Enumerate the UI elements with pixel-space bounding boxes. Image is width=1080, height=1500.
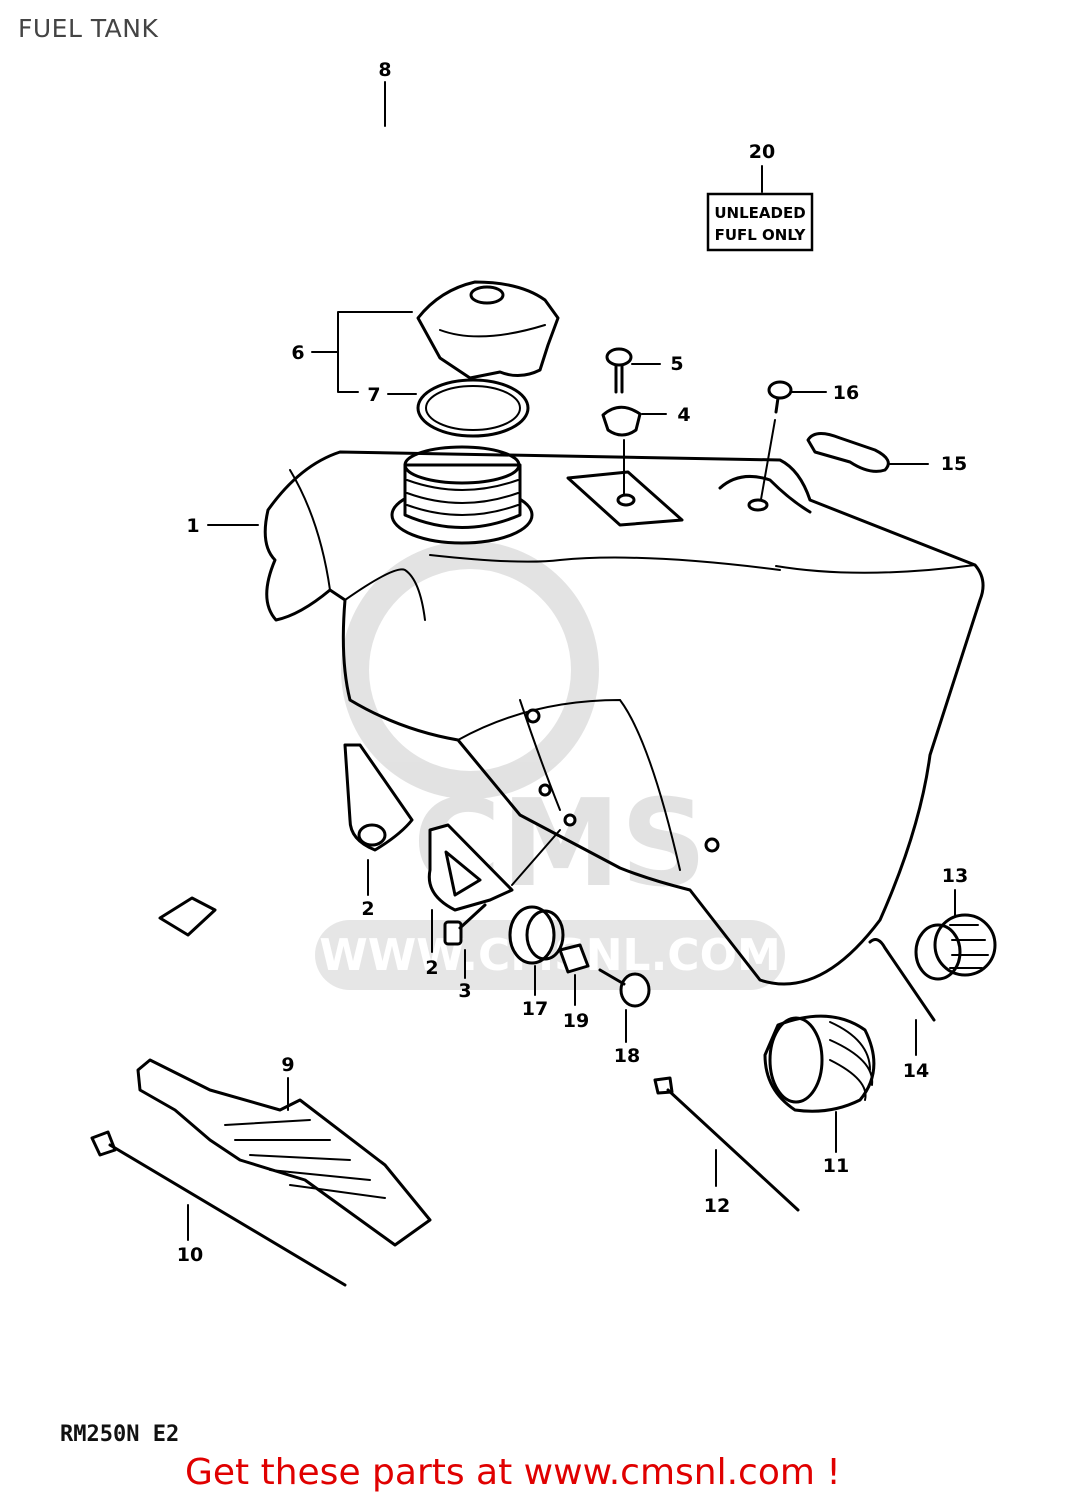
boot-11: [763, 1014, 876, 1153]
rubber-pad-9: [136, 1058, 432, 1247]
label-14: 14: [903, 1060, 929, 1082]
model-code: RM250N E2: [60, 1422, 180, 1447]
label-12: 12: [704, 1195, 730, 1217]
label-16: 16: [833, 382, 859, 404]
label-4: 4: [677, 404, 690, 426]
label-11: 11: [823, 1155, 849, 1177]
bolt-18: [598, 968, 651, 1043]
label-13: 13: [942, 865, 968, 887]
decal-line-2: FUFL ONLY: [715, 226, 807, 244]
label-3: 3: [458, 980, 471, 1002]
bolt-5: [605, 347, 661, 394]
cable-tie-10: [90, 1130, 347, 1287]
cushion-4: [601, 405, 667, 497]
label-2a: 2: [361, 898, 374, 920]
label-20: 20: [749, 141, 775, 163]
page-title: FUEL TANK: [18, 14, 159, 43]
bracket-2b: [427, 823, 561, 953]
screw-16: [759, 380, 827, 506]
cap-gasket: [387, 378, 530, 438]
label-9: 9: [281, 1054, 294, 1076]
label-15: 15: [941, 453, 967, 475]
bracket-2a: [343, 743, 414, 896]
label-18: 18: [614, 1045, 640, 1067]
fuel-tank: [207, 445, 985, 986]
label-6: 6: [291, 342, 304, 364]
label-17: 17: [522, 998, 548, 1020]
unleaded-fuel-decal: UNLEADED FUFL ONLY: [706, 165, 814, 252]
reference-labels: 8 20 6 5 7 4 16 15 1 13 2 2 3 17 19 18 1…: [177, 59, 968, 1266]
bolt-3: [443, 903, 487, 979]
label-2b: 2: [425, 957, 438, 979]
grommet-17: [508, 905, 565, 996]
cable-tie-12: [653, 1076, 800, 1212]
front-direction-arrow-icon: [158, 896, 217, 937]
hose-clamp-15: [806, 432, 929, 473]
label-7: 7: [367, 384, 380, 406]
clip-14: [868, 938, 936, 1056]
fuel-cap: [311, 280, 560, 393]
collar-19: [558, 943, 590, 1006]
decal-line-1: UNLEADED: [714, 204, 805, 222]
breather-hose: [224, 81, 517, 278]
label-1: 1: [186, 515, 199, 537]
cmsnl-parts-link[interactable]: Get these parts at www.cmsnl.com !: [185, 1452, 841, 1493]
cap-13: [914, 889, 997, 981]
label-8: 8: [378, 59, 391, 81]
label-19: 19: [563, 1010, 589, 1032]
label-10: 10: [177, 1244, 203, 1266]
label-5: 5: [670, 353, 683, 375]
